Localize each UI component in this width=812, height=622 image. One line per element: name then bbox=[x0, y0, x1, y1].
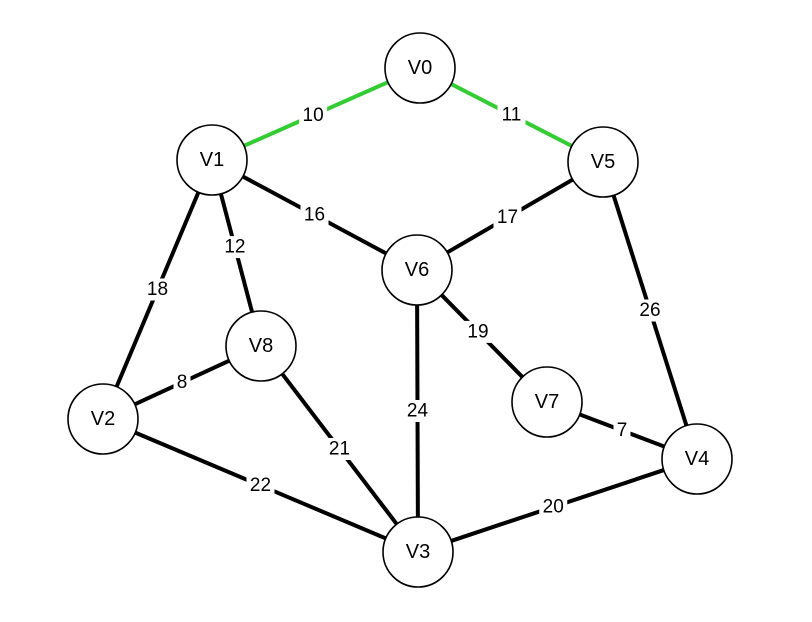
node-circle bbox=[381, 234, 453, 306]
node-circle bbox=[176, 124, 248, 196]
edge-weight-text: 12 bbox=[224, 237, 245, 258]
node-circle bbox=[511, 366, 583, 438]
edge-weight-label-background bbox=[143, 278, 172, 301]
edge-weight-text: 24 bbox=[407, 401, 429, 422]
node-circle bbox=[567, 126, 639, 198]
node-circle bbox=[225, 310, 297, 382]
node-label: V6 bbox=[405, 259, 429, 281]
edge-weight-label-background bbox=[493, 206, 522, 229]
edge-weight-label-background bbox=[220, 236, 249, 259]
edge-weight-label-background bbox=[325, 438, 354, 460]
edge-weight-text: 26 bbox=[639, 300, 660, 321]
edge-weight-label-background bbox=[636, 299, 664, 322]
edge-weight-text: 17 bbox=[497, 207, 518, 228]
edge-weight-label: 11 bbox=[497, 104, 526, 126]
node-v6: V6 bbox=[381, 234, 453, 306]
node-label: V7 bbox=[535, 391, 559, 413]
edge-weight-label: 18 bbox=[143, 278, 172, 301]
node-v3: V3 bbox=[382, 516, 454, 588]
node-v2: V2 bbox=[67, 383, 139, 455]
edge-weight-label: 12 bbox=[220, 236, 249, 259]
node-label: V1 bbox=[200, 149, 224, 171]
edge-weight-text: 22 bbox=[250, 475, 271, 496]
edge-weight-label-background bbox=[463, 320, 492, 343]
edge-weight-text: 20 bbox=[543, 496, 564, 517]
edge-weight-text: 7 bbox=[617, 420, 628, 441]
edge-weight-text: 19 bbox=[467, 321, 488, 342]
edge-weight-text: 21 bbox=[329, 439, 350, 460]
edge-weight-label-background bbox=[539, 495, 568, 518]
node-circle bbox=[384, 32, 456, 104]
edge-weight-text: 18 bbox=[147, 279, 168, 300]
edge-weight-label-background bbox=[246, 474, 275, 497]
edge-weight-label: 20 bbox=[539, 495, 568, 518]
node-v1: V1 bbox=[176, 124, 248, 196]
edge-weight-label: 17 bbox=[493, 206, 522, 229]
node-label: V3 bbox=[406, 541, 430, 563]
edge-weight-label: 10 bbox=[299, 104, 328, 127]
node-label: V4 bbox=[685, 448, 709, 470]
edge-weight-label: 8 bbox=[173, 371, 191, 394]
node-circle bbox=[382, 516, 454, 588]
node-v0: V0 bbox=[384, 32, 456, 104]
edge-weight-label: 16 bbox=[300, 204, 329, 226]
edge-weight-label: 7 bbox=[613, 419, 631, 442]
edge-weight-label: 26 bbox=[636, 299, 664, 322]
edge-weight-label-background bbox=[497, 104, 526, 126]
edge-weight-label: 24 bbox=[403, 400, 432, 422]
node-v8: V8 bbox=[225, 310, 297, 382]
edge-weight-label-background bbox=[299, 104, 328, 127]
edge-labels-layer: 10 11 16 17 12 18 26 19 24 8 21 7 22 20 bbox=[143, 104, 664, 518]
edge-weight-text: 8 bbox=[177, 372, 188, 393]
edge-weight-label: 19 bbox=[463, 320, 492, 343]
edge-weight-label-background bbox=[613, 419, 631, 442]
node-v5: V5 bbox=[567, 126, 639, 198]
node-v7: V7 bbox=[511, 366, 583, 438]
edge-weight-label-background bbox=[300, 204, 329, 226]
node-circle bbox=[67, 383, 139, 455]
edge-weight-label-background bbox=[173, 371, 191, 394]
edge-weight-label-background bbox=[403, 400, 432, 422]
node-circle bbox=[661, 423, 733, 495]
edge-weight-text: 11 bbox=[502, 105, 522, 126]
node-label: V0 bbox=[408, 57, 432, 79]
node-label: V5 bbox=[591, 151, 615, 173]
node-label: V8 bbox=[249, 335, 273, 357]
node-label: V2 bbox=[91, 408, 115, 430]
edge-weight-label: 22 bbox=[246, 474, 275, 497]
edge-weight-text: 10 bbox=[303, 105, 324, 126]
edge-weight-label: 21 bbox=[325, 438, 354, 460]
edge-weight-text: 16 bbox=[304, 205, 325, 226]
node-v4: V4 bbox=[661, 423, 733, 495]
